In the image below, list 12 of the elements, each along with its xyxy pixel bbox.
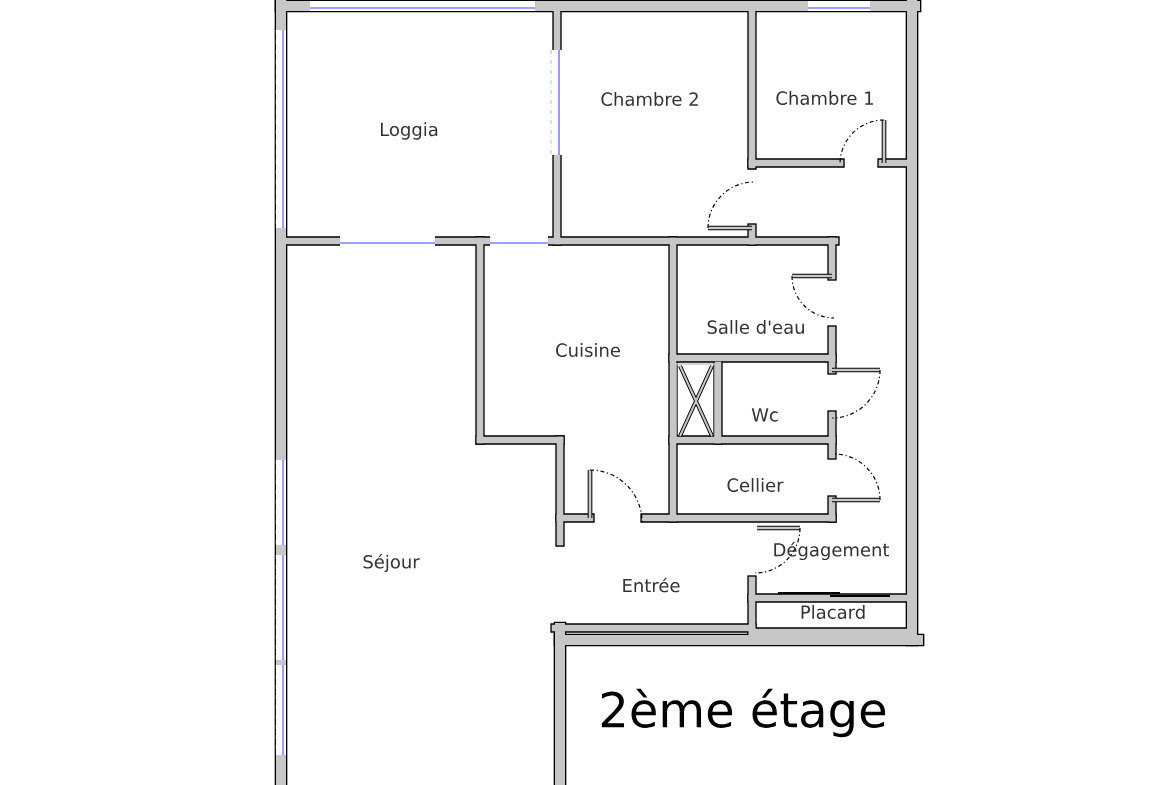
room-label: Placard [801, 605, 865, 619]
room-label: Séjour [363, 553, 420, 573]
room-label: Chambre 1 [776, 91, 873, 105]
room-label: Loggia [381, 122, 438, 140]
floor-title: 2ème étage [601, 688, 886, 738]
room-label: Dégagement [774, 541, 890, 561]
room-label: Entrée [623, 577, 680, 593]
room-label: Cellier [727, 478, 784, 492]
room-label: Wc [751, 408, 778, 422]
room-label: Cuisine [556, 343, 620, 357]
room-label: Salle d'eau [707, 320, 804, 334]
room-label: Chambre 2 [601, 92, 698, 106]
